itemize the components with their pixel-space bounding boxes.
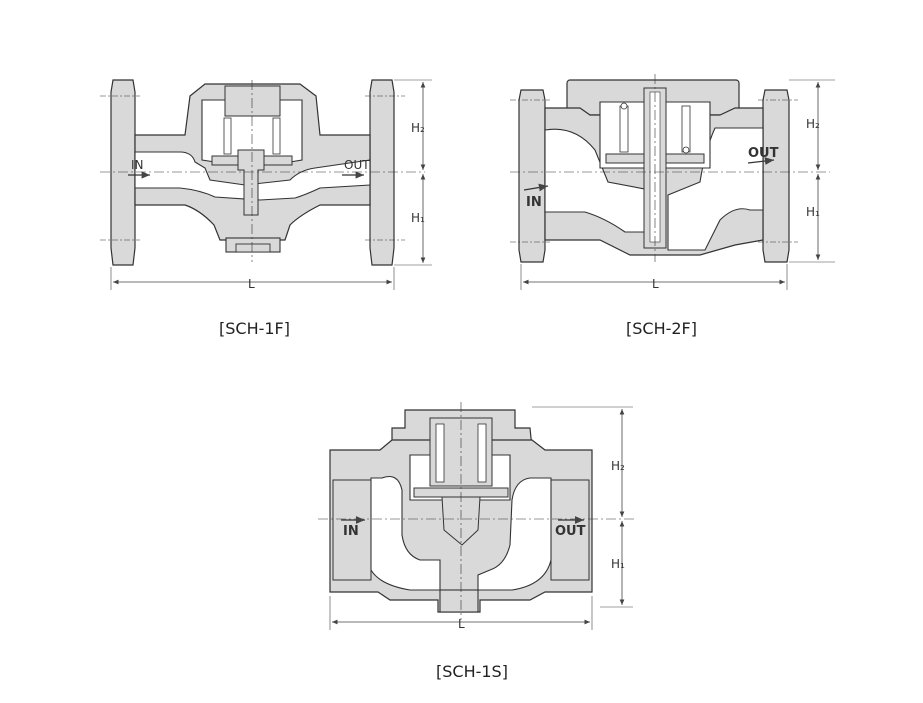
sch-1f-in-label: IN <box>131 158 144 172</box>
sch-2f-dimensions: H₂ H₁ L <box>520 79 835 291</box>
sch-1s-dimensions: H₂ H₁ L <box>329 406 633 631</box>
sch-2f-caption: [SCH-2F] <box>626 319 697 338</box>
sch-2f-h1-label: H₁ <box>806 205 820 219</box>
sch-1f-left-flange <box>110 79 136 266</box>
sch-1s-outlet-port <box>550 479 590 581</box>
sch-1f-dimensions: H₂ H₁ L <box>110 79 432 291</box>
sch-1s-stem <box>441 496 481 546</box>
sch-1f-h1-label: H₁ <box>411 211 425 225</box>
sch-1f-spring-left <box>223 117 232 155</box>
sch-2f-left-flange <box>518 89 546 263</box>
sch-1f-l-label: L <box>248 277 255 291</box>
sch-2f-diagram: IN OUT H₂ H₁ L <box>510 74 835 291</box>
sch-1s-caption: [SCH-1S] <box>436 662 508 681</box>
sch-1f-spring-right <box>272 117 281 155</box>
sch-1s-in-label: IN <box>343 524 359 539</box>
sch-1f-cap <box>224 85 281 117</box>
sch-1s-inlet-passage <box>370 475 441 591</box>
sch-2f-in-label: IN <box>526 195 542 210</box>
sch-1f-stem <box>237 149 265 216</box>
sch-2f-out-label: OUT <box>748 146 779 161</box>
sch-2f-right-flange <box>762 89 790 263</box>
sch-1f-h2-label: H₂ <box>411 121 425 135</box>
sch-1f-caption: [SCH-1F] <box>219 319 290 338</box>
sch-1s-h1-label: H₁ <box>611 557 625 571</box>
sch-1s-inlet-port <box>332 479 372 581</box>
sch-1s-h2-label: H₂ <box>611 459 625 473</box>
sch-2f-l-label: L <box>652 277 659 291</box>
sch-1s-bottom-plug <box>439 589 479 613</box>
sch-1s-l-label: L <box>458 617 465 631</box>
sch-1s-outlet-passage <box>477 477 552 591</box>
sch-1f-out-label: OUT <box>344 158 370 172</box>
sch-1f-passage <box>134 151 371 201</box>
sch-2f-h2-label: H₂ <box>806 117 820 131</box>
sch-1f-diagram: IN OUT H₂ H₁ L <box>100 79 432 291</box>
sch-1f-right-flange <box>369 79 395 266</box>
sch-1s-out-label: OUT <box>555 524 586 539</box>
sch-1s-diagram: IN OUT H₂ H₁ L <box>318 402 635 631</box>
